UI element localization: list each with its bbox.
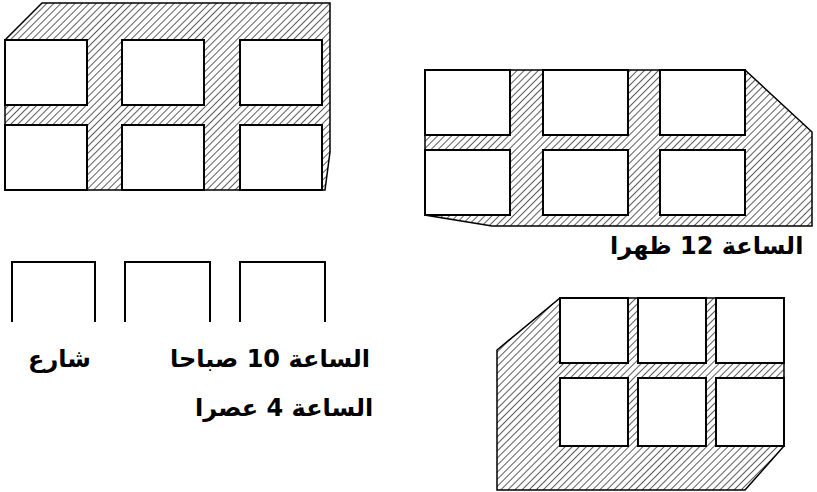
time-label: الساعة 12 ظهرا <box>610 232 803 261</box>
time-label: شارع <box>28 345 91 374</box>
time-label: الساعة 10 صباحا <box>170 345 370 374</box>
time-label: الساعة 4 عصرا <box>195 394 373 423</box>
street-posts <box>12 262 325 322</box>
building-afternoon <box>497 298 784 490</box>
building-noon <box>425 70 812 226</box>
building-morning <box>5 3 330 190</box>
